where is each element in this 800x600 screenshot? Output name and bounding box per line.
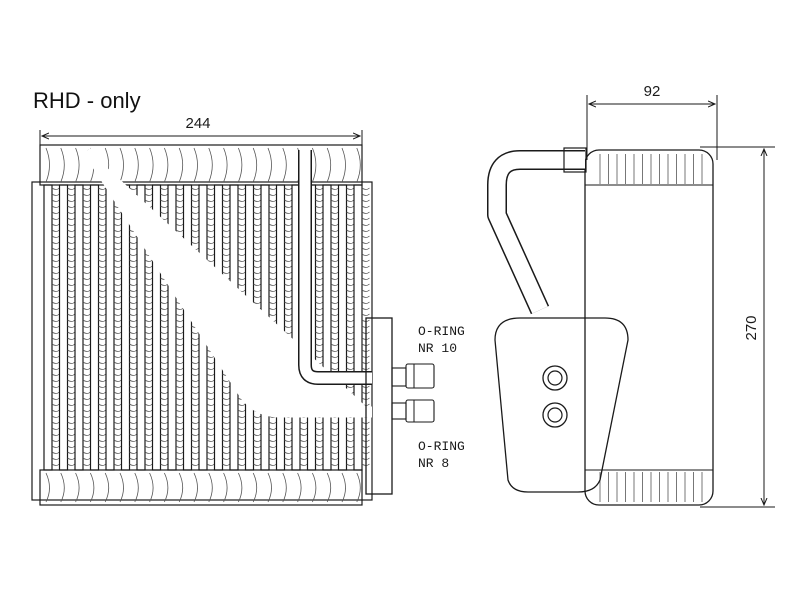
bottom-tank-rib xyxy=(90,472,95,503)
top-tank-rib xyxy=(149,147,154,183)
bottom-tank-rib xyxy=(252,472,258,503)
top-tank-rib xyxy=(75,147,80,183)
bottom-tank-rib xyxy=(341,472,346,503)
bottom-header-tank xyxy=(39,469,363,506)
width-dimension-value: 244 xyxy=(185,115,210,132)
bottom-tank-rib xyxy=(238,472,243,503)
top-tank-rib xyxy=(267,147,272,183)
core-fin-wave xyxy=(98,187,107,466)
core-tube xyxy=(43,184,53,471)
top-tank-rib xyxy=(164,147,169,183)
oring-nr10-label-line2: NR 10 xyxy=(418,341,457,356)
core-outline xyxy=(31,181,373,501)
core-fin-wave xyxy=(82,187,91,466)
side-core-ribs xyxy=(599,154,703,502)
core-fin-wave xyxy=(67,187,76,466)
top-tank-rib xyxy=(134,147,139,183)
core-fin-wave xyxy=(346,187,355,466)
core-fin-wave xyxy=(113,187,122,466)
oring-nr8-label-line1: O-RING xyxy=(418,439,465,454)
bottom-tank-rib xyxy=(208,472,213,503)
bottom-tank-rib xyxy=(312,472,317,503)
top-tank-rib xyxy=(119,147,124,183)
port-nr10-outer xyxy=(542,365,568,391)
oring-nr8-label-line2: NR 8 xyxy=(418,456,449,471)
top-tank-rib xyxy=(326,147,332,183)
side-view: 92 270 xyxy=(487,83,775,508)
top-tank-rib xyxy=(282,147,287,183)
top-header-tank xyxy=(39,144,363,186)
top-tank-rib xyxy=(178,147,184,183)
top-tank-rib xyxy=(252,147,258,183)
side-pipe-collar xyxy=(563,147,587,173)
top-tank-rib xyxy=(238,147,243,183)
core-tube xyxy=(353,184,363,471)
side-flange-block xyxy=(494,317,629,493)
core-fin-wave xyxy=(315,187,324,466)
bottom-tank-rib xyxy=(134,472,139,503)
core-tube xyxy=(105,184,115,471)
core-tube xyxy=(89,184,100,471)
bottom-tank-rib xyxy=(282,472,287,503)
top-tank-rib xyxy=(223,147,228,183)
core-fin-wave xyxy=(175,187,184,466)
bottom-tank-rib xyxy=(75,472,80,503)
core-fin-wave xyxy=(330,187,339,466)
top-tank-rib xyxy=(45,147,50,183)
oring-nr10-label-line1: O-RING xyxy=(418,324,465,339)
header-ribs xyxy=(45,147,361,503)
bottom-tank-rib xyxy=(149,472,154,503)
diagonal-pipe-inner xyxy=(83,147,372,418)
port-nr8-outer xyxy=(542,402,568,428)
core-tube xyxy=(58,184,69,471)
bottom-tank-rib xyxy=(45,472,50,503)
bottom-tank-rib xyxy=(223,472,228,503)
depth-dimension-value: 92 xyxy=(644,83,661,100)
bottom-tank-rib xyxy=(326,472,332,503)
top-tank-rib xyxy=(356,147,361,183)
core-fin-wave xyxy=(51,187,60,466)
bottom-tank-rib xyxy=(267,472,272,503)
core-tube xyxy=(337,184,348,471)
connector-nr8 xyxy=(391,399,435,423)
top-tank-rib xyxy=(341,147,346,183)
bottom-tank-rib xyxy=(104,472,110,503)
bottom-tank-rib xyxy=(297,472,302,503)
side-core-body xyxy=(584,149,714,506)
bottom-tank-rib xyxy=(60,472,65,503)
port-nr8-inner xyxy=(547,407,563,423)
top-tank-rib xyxy=(193,147,198,183)
height-dimension-value: 270 xyxy=(743,315,760,340)
connector-nr10 xyxy=(391,363,435,389)
top-tank-rib xyxy=(312,147,317,183)
bottom-tank-rib xyxy=(178,472,184,503)
core-tube xyxy=(120,184,131,471)
bottom-tank-rib xyxy=(356,472,361,503)
bottom-tank-rib xyxy=(164,472,169,503)
top-tank-rib xyxy=(208,147,213,183)
drawing-title: RHD - only xyxy=(33,88,141,113)
core-tube xyxy=(74,184,84,471)
bottom-tank-rib xyxy=(193,472,198,503)
core-fin-wave xyxy=(284,187,293,466)
front-view: 244 O-RING NR 10 O-RING NR xyxy=(31,115,465,506)
bottom-tank-rib xyxy=(119,472,124,503)
core-tube xyxy=(182,184,193,471)
side-pipe-inner xyxy=(488,151,585,314)
core-tube xyxy=(322,184,332,471)
connection-flange xyxy=(365,317,393,495)
top-tank-rib xyxy=(60,147,65,183)
port-nr10-inner xyxy=(547,370,563,386)
vertical-pipe-inner xyxy=(299,150,372,384)
